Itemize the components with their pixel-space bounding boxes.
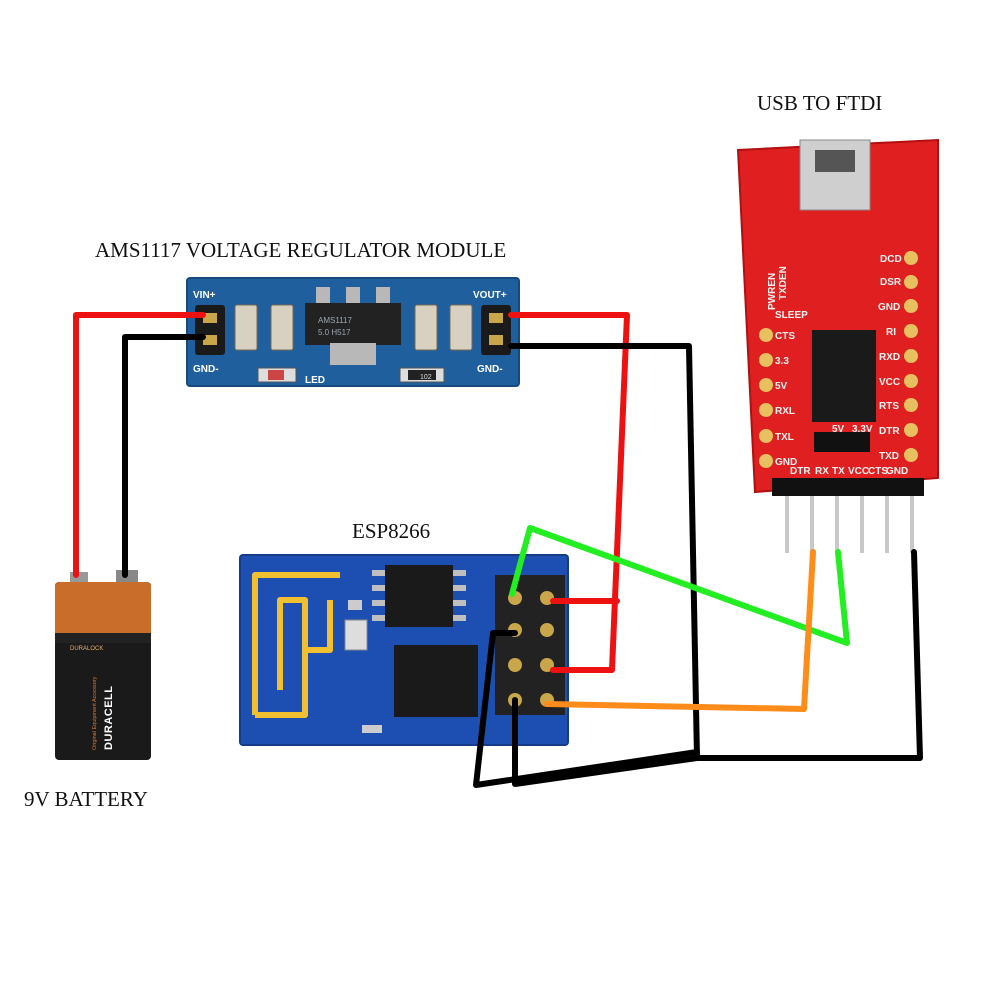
svg-text:DTR: DTR bbox=[790, 466, 811, 477]
svg-text:CTS: CTS bbox=[868, 466, 888, 477]
svg-text:3.3: 3.3 bbox=[775, 356, 789, 367]
svg-text:AMS1117: AMS1117 bbox=[318, 316, 352, 325]
svg-text:RXD: RXD bbox=[879, 352, 900, 363]
ftdi-chip bbox=[812, 330, 876, 422]
svg-text:DTR: DTR bbox=[879, 426, 900, 437]
regulator-title: AMS1117 VOLTAGE REGULATOR MODULE bbox=[95, 238, 506, 262]
svg-text:TXD: TXD bbox=[879, 451, 899, 462]
ftdi-header-pins bbox=[785, 478, 914, 553]
svg-text:5.0 H517: 5.0 H517 bbox=[318, 328, 351, 337]
svg-text:VCC: VCC bbox=[848, 466, 869, 477]
ams1117-chip bbox=[305, 303, 401, 345]
vout-label: VOUT+ bbox=[473, 290, 507, 301]
vout-header bbox=[481, 305, 511, 355]
wire-battery-negative bbox=[122, 334, 206, 578]
svg-text:102: 102 bbox=[420, 374, 432, 381]
svg-text:DSR: DSR bbox=[880, 277, 902, 288]
svg-text:5V: 5V bbox=[775, 381, 788, 392]
svg-text:GND: GND bbox=[775, 457, 797, 468]
vin-label: VIN+ bbox=[193, 290, 216, 301]
svg-text:CTS: CTS bbox=[775, 331, 795, 342]
wire-vout-positive bbox=[508, 312, 630, 673]
ftdi-title: USB TO FTDI bbox=[757, 91, 882, 115]
gnd-right-label: GND- bbox=[477, 364, 503, 375]
led-label: LED bbox=[305, 375, 325, 386]
wire-battery-positive bbox=[73, 312, 206, 578]
esp-main-chip bbox=[394, 645, 478, 717]
wire-tx-green bbox=[509, 525, 850, 646]
ftdi-module: CTS 3.3 5V RXL TXL GND DCD DSR GND RI RX… bbox=[736, 138, 939, 553]
svg-text:SLEEP: SLEEP bbox=[775, 310, 808, 321]
flash-chip bbox=[385, 565, 453, 627]
esp-title: ESP8266 bbox=[352, 519, 430, 543]
battery: DURALOCK DURACELL Original Equipment Acc… bbox=[55, 570, 151, 760]
regulator-module: AMS1117 5.0 H517 102 VIN+ GND- VOUT+ GND… bbox=[186, 277, 520, 387]
svg-text:DURALOCK: DURALOCK bbox=[70, 646, 103, 652]
svg-text:3.3V: 3.3V bbox=[852, 424, 873, 435]
wires bbox=[73, 312, 923, 788]
svg-text:VCC: VCC bbox=[879, 377, 900, 388]
svg-text:TXL: TXL bbox=[775, 432, 794, 443]
wire-rx-orange bbox=[544, 549, 816, 712]
svg-text:DCD: DCD bbox=[880, 254, 902, 265]
svg-text:GND: GND bbox=[886, 466, 908, 477]
battery-brand: DURACELL bbox=[103, 686, 115, 751]
antenna-trace bbox=[252, 572, 340, 718]
svg-text:RTS: RTS bbox=[879, 401, 899, 412]
esp8266-module bbox=[239, 554, 569, 746]
gnd-left-label: GND- bbox=[193, 364, 219, 375]
svg-text:TX: TX bbox=[832, 466, 845, 477]
svg-text:GND: GND bbox=[878, 302, 900, 313]
svg-text:PWREN: PWREN bbox=[767, 273, 778, 310]
svg-text:5V: 5V bbox=[832, 424, 845, 435]
svg-text:RX: RX bbox=[815, 466, 829, 477]
svg-text:Original Equipment Accessory: Original Equipment Accessory bbox=[92, 676, 98, 750]
svg-text:RI: RI bbox=[886, 327, 896, 338]
svg-text:RXL: RXL bbox=[775, 406, 795, 417]
wire-esp-gpio0 bbox=[512, 697, 700, 787]
wire-esp-gnd bbox=[473, 630, 700, 788]
svg-text:TXDEN: TXDEN bbox=[778, 266, 789, 300]
battery-title: 9V BATTERY bbox=[24, 787, 148, 811]
